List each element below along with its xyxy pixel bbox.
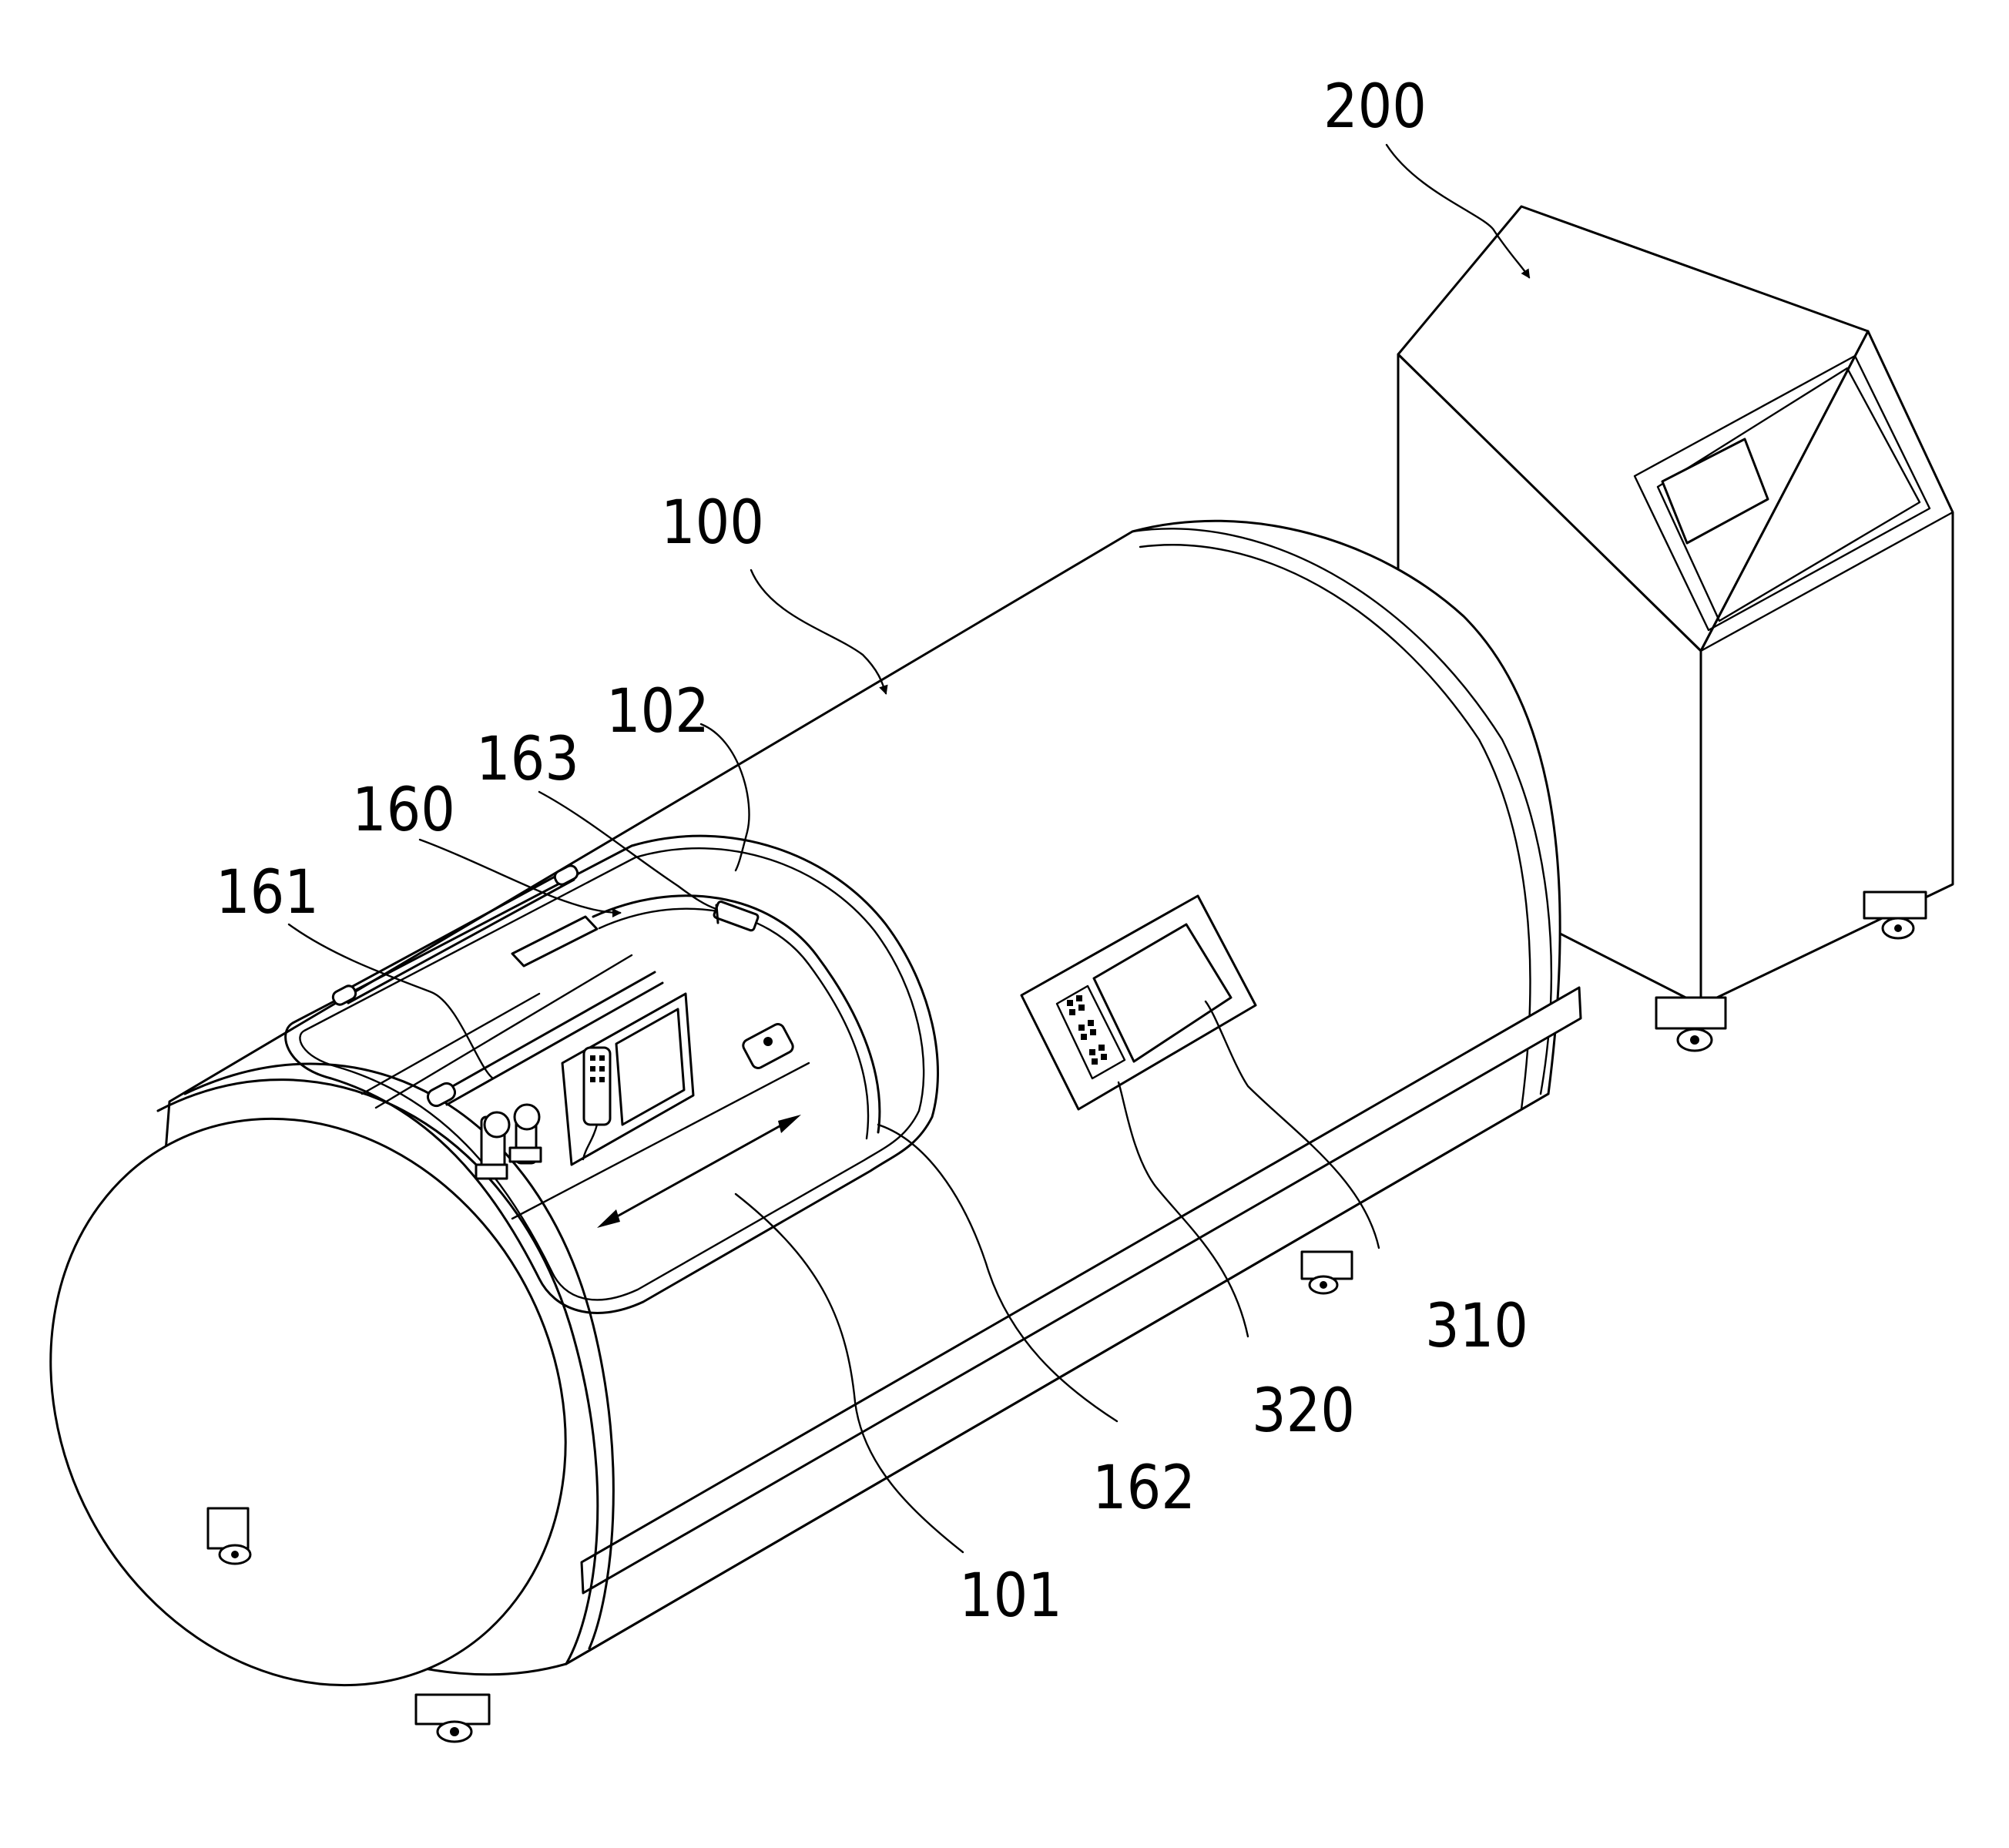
door-frame-outer: [284, 834, 939, 1314]
door-opening: [284, 834, 939, 1314]
leader-163: [538, 790, 718, 911]
leader-101: [734, 1192, 964, 1554]
label-163: 163: [476, 725, 579, 794]
chamber-caster-rear: [1300, 1250, 1353, 1295]
label-161: 161: [216, 858, 319, 927]
chamber-body: [49, 519, 1582, 1743]
cabinet-panel-bezel: [1633, 354, 1931, 632]
oxygen-mask-right: [508, 1103, 542, 1165]
chamber-rear-rim: [1131, 528, 1552, 1095]
cabinet-caster-front: [1655, 996, 1727, 1052]
chamber-front-cap: [49, 1117, 567, 1687]
interior-monitor: [561, 992, 695, 1166]
bed-slide-arrow: [597, 1115, 801, 1228]
leader-lines: [287, 143, 1531, 1554]
cabinet-front-face: [1699, 330, 1954, 1007]
chamber-control-panel: [1020, 894, 1257, 1111]
interior-switch: [742, 1023, 794, 1069]
leader-310: [1204, 1000, 1380, 1249]
side-rail: [580, 986, 1582, 1595]
label-200: 200: [1323, 72, 1427, 142]
handrail-upper: [331, 864, 579, 1006]
label-160: 160: [352, 776, 455, 845]
label-162: 162: [1092, 1454, 1196, 1523]
cabinet-screen: [1661, 438, 1769, 545]
leader-200: [1385, 143, 1531, 279]
reference-numerals: 200 100 102 163 160 161 310 320 162 101: [216, 72, 1528, 1631]
leader-100: [750, 568, 888, 695]
chamber-caster-front-left: [206, 1507, 252, 1565]
leader-161: [287, 923, 495, 1080]
oxygen-mask-left: [475, 1111, 511, 1180]
label-320: 320: [1252, 1377, 1355, 1446]
label-310: 310: [1425, 1292, 1528, 1361]
cabinet-caster-right: [1863, 890, 1927, 940]
label-100: 100: [661, 488, 764, 558]
label-101: 101: [959, 1561, 1062, 1631]
leader-162: [877, 1123, 1119, 1423]
leader-160: [418, 838, 622, 917]
label-102: 102: [606, 677, 709, 746]
leader-320: [1117, 1081, 1249, 1338]
control-panel-screen: [1092, 923, 1233, 1063]
chamber-caster-front-bottom: [414, 1693, 491, 1743]
control-panel-buttons: [1067, 995, 1107, 1065]
leader-102: [699, 723, 750, 872]
door-inner-edge: [592, 894, 881, 1134]
handrail-lower: [426, 971, 664, 1108]
